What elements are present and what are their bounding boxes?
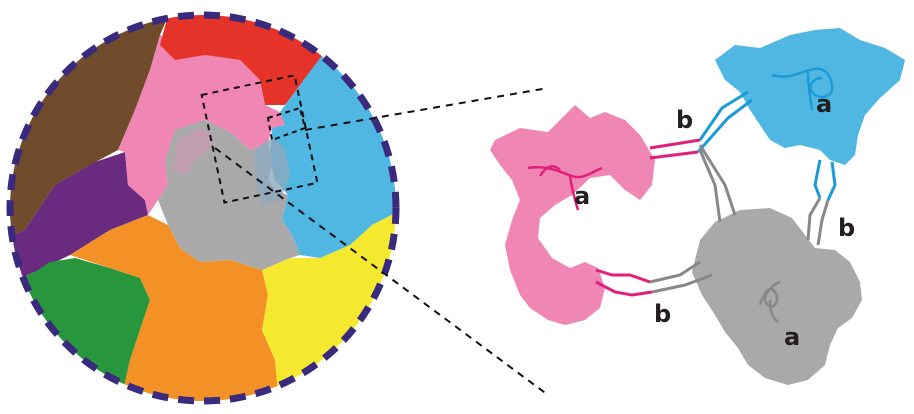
connector-gray-right [808,198,828,245]
connector-blue-right [815,160,835,200]
label-pink-a: a [574,182,590,210]
pink-blob [490,105,655,325]
label-blue-a: a [816,90,832,118]
label-b-bottom: b [654,300,671,328]
circle-overview [0,0,420,414]
connector-pink-top [650,140,700,158]
connector-pink-bottom [596,270,652,295]
connector-gray-top [700,145,735,222]
label-b-right: b [838,214,855,242]
label-b-top: b [676,106,693,134]
label-gray-a: a [784,323,800,351]
connector-blue-top [698,92,752,152]
